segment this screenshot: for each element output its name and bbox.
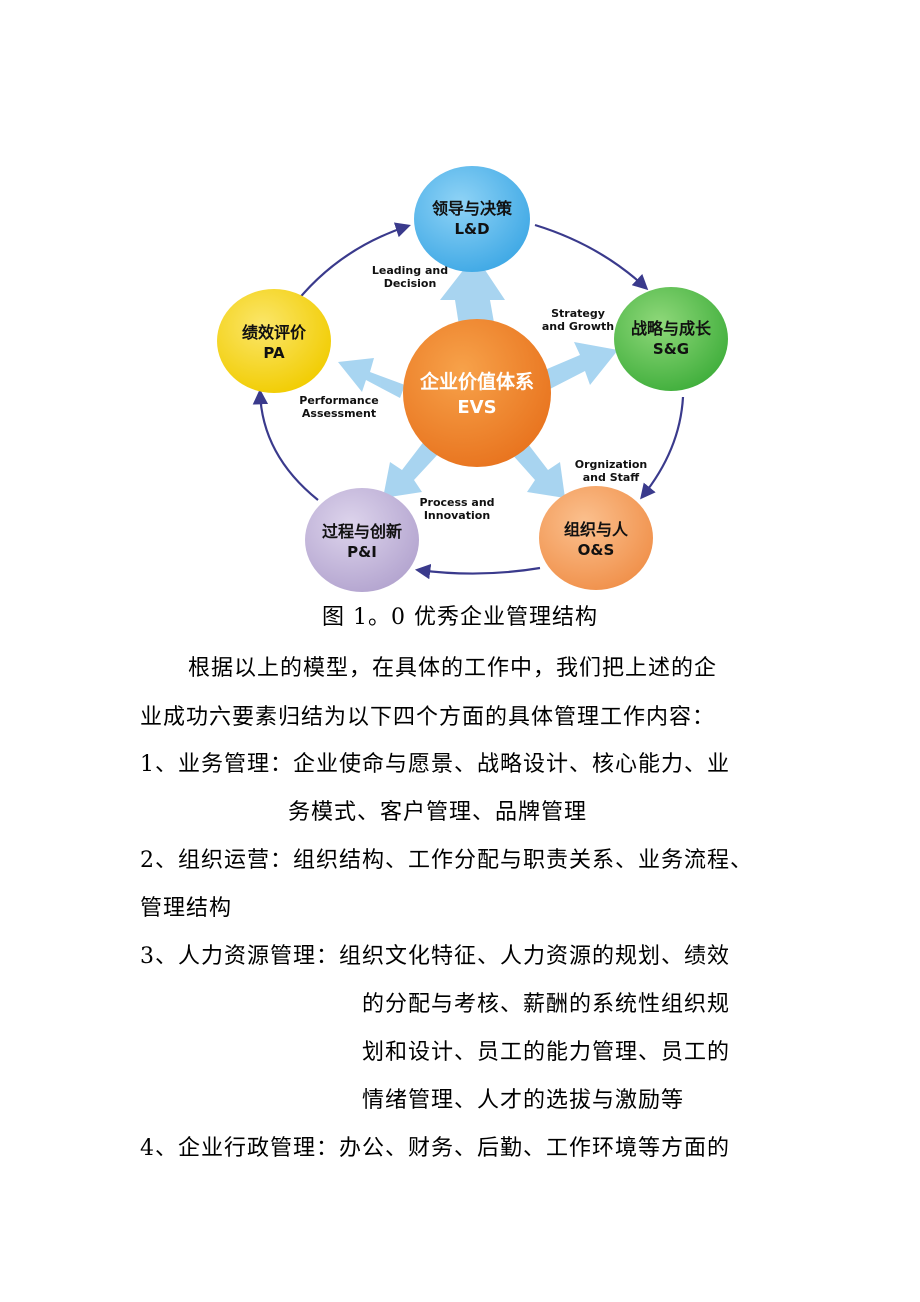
figure-caption: 图 1。0 优秀企业管理结构 — [322, 605, 598, 630]
node-sg-abbr: S&G — [653, 340, 689, 358]
cycle-arrow-os-pi — [414, 563, 541, 580]
center-node-title: 企业价值体系 — [419, 370, 534, 393]
radial-arrow-sg — [540, 342, 618, 390]
intro-paragraph-line-1: 根据以上的模型，在具体的工作中，我们把上述的企 — [188, 656, 718, 681]
list-item-1-line-2: 务模式、客户管理、品牌管理 — [288, 800, 588, 825]
center-node-evs: 企业价值体系 EVS — [403, 319, 551, 467]
list-item-2-line-1: 2、组织运营：组织结构、工作分配与职责关系、业务流程、 — [140, 848, 753, 873]
node-pi: 过程与创新 P&I — [305, 488, 419, 592]
radial-arrow-pi — [383, 440, 440, 498]
node-sg: 战略与成长 S&G — [614, 287, 728, 391]
node-pa: 绩效评价 PA — [217, 289, 331, 393]
list-item-3-line-4: 情绪管理、人才的选拔与激励等 — [362, 1088, 685, 1113]
center-node-abbr: EVS — [457, 397, 496, 418]
node-ld-title: 领导与决策 — [432, 199, 513, 218]
radial-arrow-os — [510, 440, 565, 498]
list-item-3-line-3: 划和设计、员工的能力管理、员工的 — [362, 1040, 731, 1065]
node-sg-title: 战略与成长 — [631, 319, 712, 338]
node-pa-title: 绩效评价 — [242, 323, 307, 342]
node-os-title: 组织与人 — [564, 520, 629, 539]
cycle-arrow-pi-pa — [252, 388, 319, 501]
node-ld: 领导与决策 L&D — [414, 166, 530, 272]
node-pa-abbr: PA — [263, 344, 285, 362]
node-pi-abbr: P&I — [347, 543, 377, 561]
list-item-3-line-1: 3、人力资源管理：组织文化特征、人力资源的规划、绩效 — [140, 944, 730, 969]
node-os: 组织与人 O&S — [539, 486, 653, 590]
cycle-arrow-ld-sg — [534, 223, 649, 291]
node-os-abbr: O&S — [578, 541, 615, 559]
node-pi-title: 过程与创新 — [322, 522, 402, 541]
cycle-arrow-sg-os — [640, 396, 685, 500]
list-item-3-line-2: 的分配与考核、薪酬的系统性组织规 — [362, 992, 731, 1017]
intro-paragraph-line-2: 业成功六要素归结为以下四个方面的具体管理工作内容： — [140, 705, 716, 730]
node-ld-abbr: L&D — [454, 220, 489, 238]
list-item-1-line-1: 1、业务管理：企业使命与愿景、战略设计、核心能力、业 — [140, 752, 730, 777]
radial-arrow-pa — [338, 358, 405, 398]
list-item-2-line-2: 管理结构 — [140, 896, 233, 921]
list-item-4-line-1: 4、企业行政管理：办公、财务、后勤、工作环境等方面的 — [140, 1136, 730, 1161]
